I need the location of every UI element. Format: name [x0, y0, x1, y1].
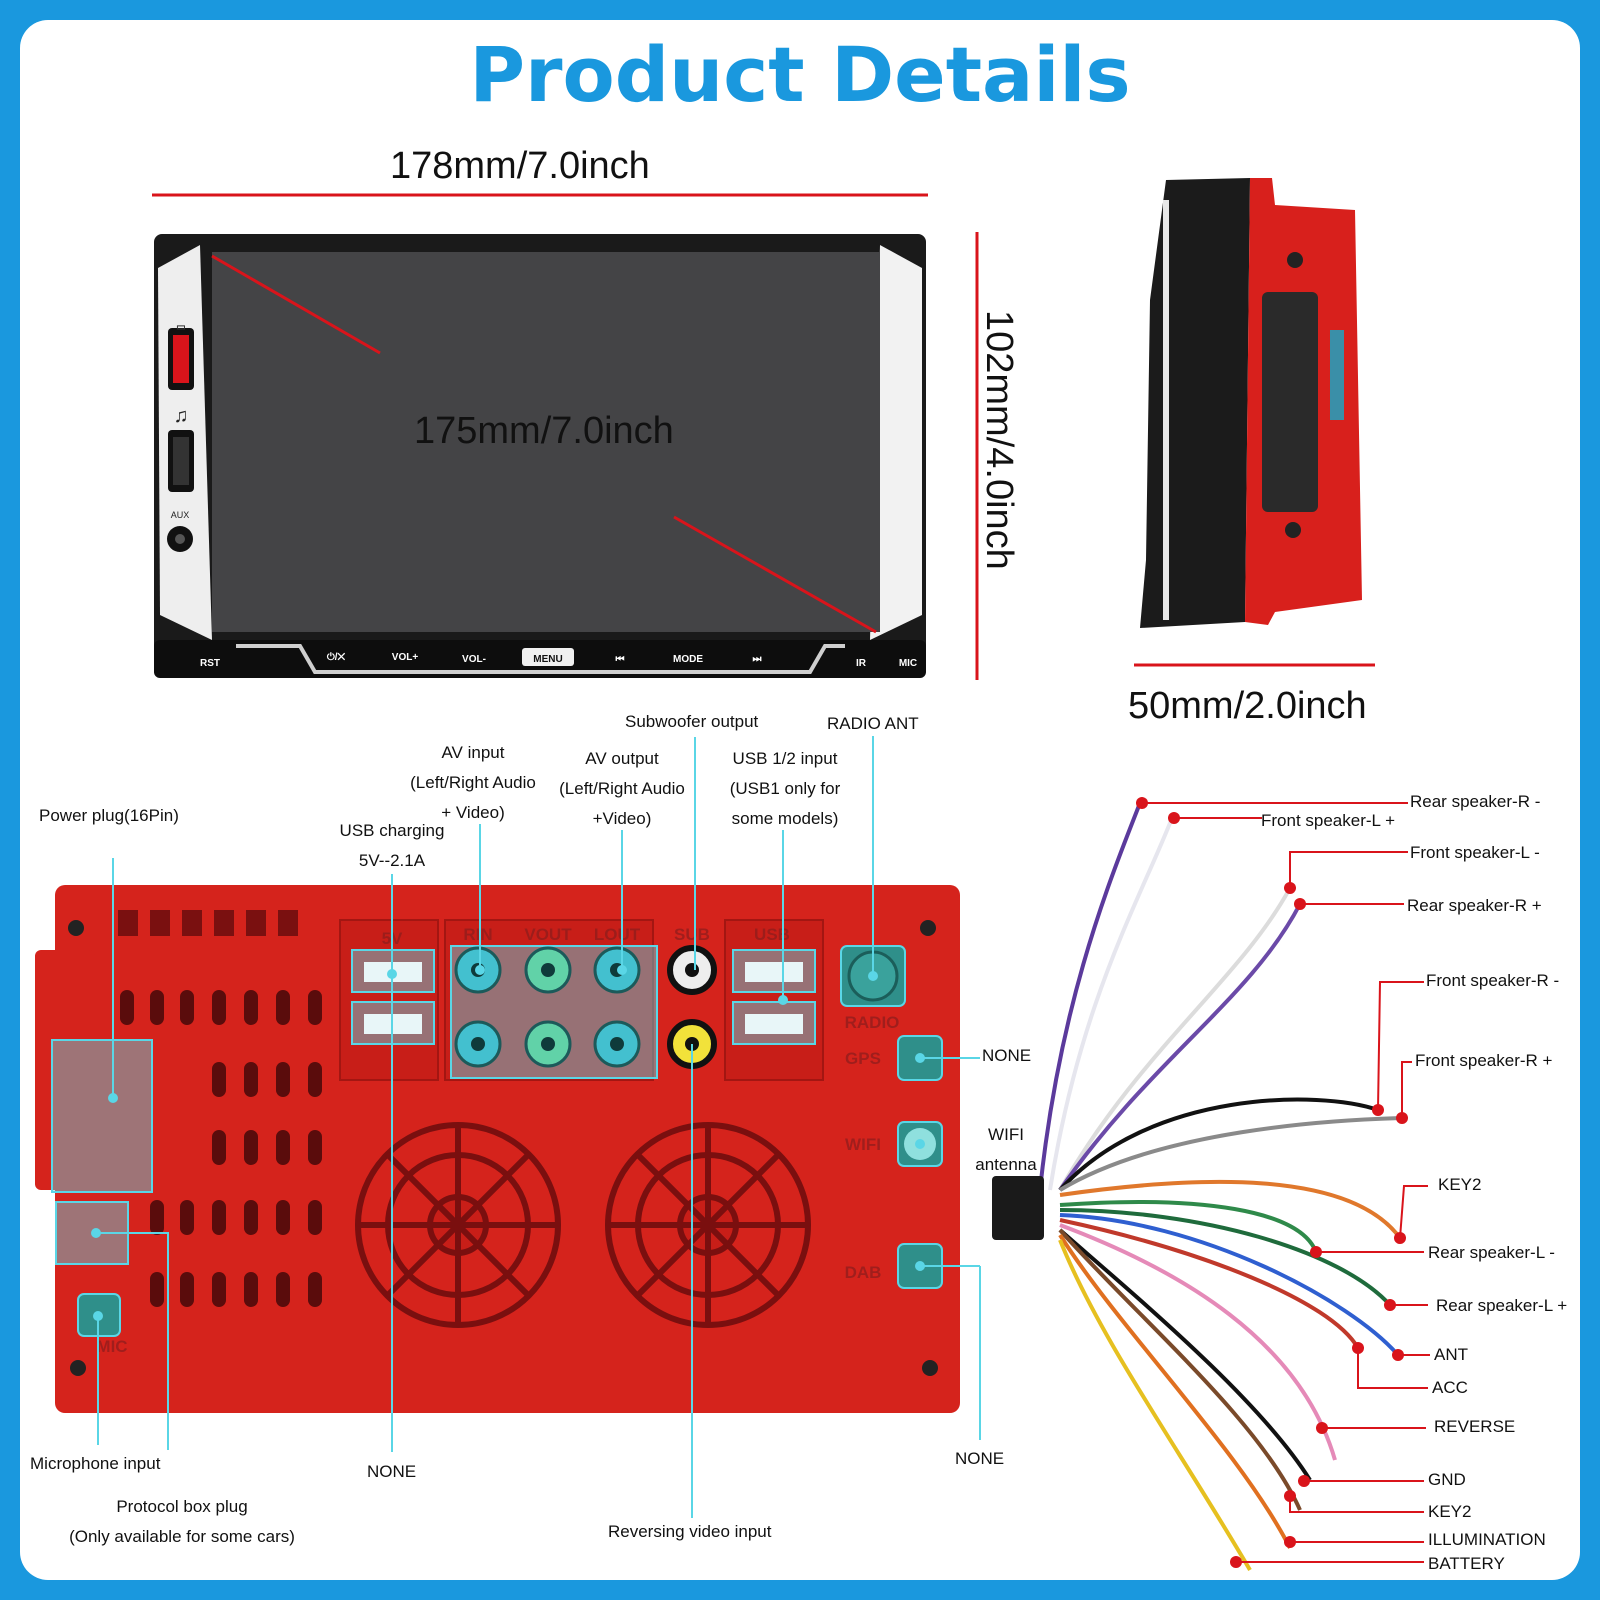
aux-label: AUX: [171, 510, 190, 520]
print-dab: DAB: [845, 1263, 882, 1282]
iso-connector: [992, 1176, 1044, 1240]
screen: [212, 252, 880, 632]
print-vout: VOUT: [524, 925, 572, 944]
cooling-fans: [355, 1122, 811, 1328]
wire-label: Rear speaker-R +: [1407, 896, 1542, 915]
wire-label: KEY2: [1438, 1175, 1482, 1194]
page-title: Product Details: [469, 30, 1131, 119]
print-wifi: WIFI: [845, 1135, 881, 1154]
next-button: ⏭: [753, 654, 762, 665]
depth-dimension-label: 50mm/2.0inch: [1128, 685, 1367, 727]
wire-label: BATTERY: [1428, 1554, 1505, 1573]
power-plug-16pin: [51, 1039, 153, 1193]
print-sub: SUB: [674, 925, 710, 944]
prev-button: ⏮: [616, 654, 625, 665]
wire-label: ANT: [1434, 1345, 1468, 1364]
height-dimension-label: 102mm/4.0inch: [978, 310, 1020, 570]
wiring-harness: [992, 797, 1430, 1572]
gps-none-label: NONE: [982, 1046, 1032, 1065]
radio-ant-label: RADIO ANT: [827, 714, 919, 733]
music-icon: ♫: [174, 405, 189, 427]
vol-down-button: VOL-: [462, 654, 486, 665]
usb-none-label: NONE: [367, 1462, 417, 1481]
av-input-label: AV input(Left/Right Audio+ Video): [410, 743, 536, 822]
wire-label: REVERSE: [1434, 1417, 1516, 1436]
print-usb: USB: [754, 925, 790, 944]
front-unit: ▭ ♫ AUX RST ⏻/✕ VOL+ VOL- MENU ⏮ MODE ⏭ …: [154, 234, 926, 678]
microphone-input-label: Microphone input: [30, 1454, 161, 1473]
power-mute-button: ⏻/✕: [327, 651, 346, 663]
wire-label: Rear speaker-R -: [1410, 792, 1541, 811]
ir-label: IR: [856, 658, 867, 669]
reversing-video-label: Reversing video input: [608, 1522, 772, 1541]
vol-up-button: VOL+: [392, 652, 419, 663]
side-view-unit: [1140, 178, 1362, 628]
wire-label: Front speaker-L -: [1410, 843, 1540, 862]
av-output-label: AV output(Left/Right Audio+Video): [559, 749, 685, 828]
wire-label: KEY2: [1428, 1502, 1472, 1521]
protocol-box-label: Protocol box plug(Only available for som…: [69, 1497, 295, 1546]
wire-label: GND: [1428, 1470, 1466, 1489]
screen-size-label: 175mm/7.0inch: [414, 410, 674, 452]
rst-button: RST: [200, 658, 220, 669]
menu-button: MENU: [533, 654, 562, 665]
print-radio: RADIO: [845, 1013, 900, 1032]
svg-text:▭: ▭: [176, 322, 185, 333]
print-lout: LOUT: [594, 925, 641, 944]
wire-label: ACC: [1432, 1378, 1468, 1397]
print-mic: MIC: [96, 1337, 127, 1356]
rca-jacks: [454, 945, 717, 1069]
mode-button: MODE: [673, 654, 703, 665]
wire-label: Front speaker-R +: [1415, 1051, 1553, 1070]
subwoofer-label: Subwoofer output: [625, 712, 759, 731]
wire-label: Front speaker-L +: [1261, 811, 1396, 830]
mic-label: MIC: [899, 658, 917, 669]
wire-label: Rear speaker-L -: [1428, 1243, 1555, 1262]
wire-label: Front speaker-R -: [1426, 971, 1560, 990]
power-plug-label: Power plug(16Pin): [39, 806, 179, 825]
rear-panel: 5V RIN VOUT LOUT SUB USB RADIO GPS WIFI …: [35, 885, 960, 1413]
print-rin: RIN: [463, 925, 492, 944]
print-gps: GPS: [845, 1049, 881, 1068]
wire-label: ILLUMINATION: [1428, 1530, 1546, 1549]
dab-none-label: NONE: [955, 1449, 1005, 1468]
width-dimension-label: 178mm/7.0inch: [390, 145, 650, 187]
wire-label: Rear speaker-L +: [1436, 1296, 1568, 1315]
